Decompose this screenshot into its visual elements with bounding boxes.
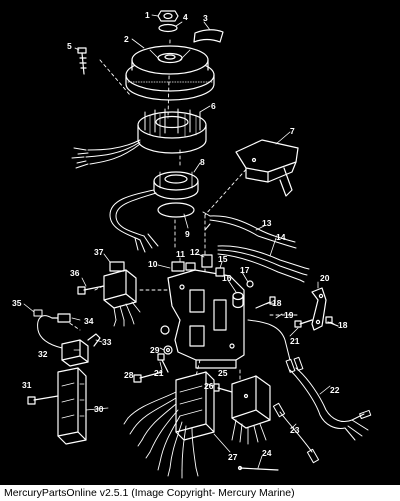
part-19-lead xyxy=(247,319,291,361)
part-23-lead xyxy=(272,402,320,464)
part-37-switch xyxy=(103,261,137,309)
callout-21-center: 21 xyxy=(154,368,164,378)
part-18-screw xyxy=(255,296,276,309)
callout-18: 18 xyxy=(272,298,282,308)
callout-23: 23 xyxy=(290,425,300,435)
callout-35: 35 xyxy=(12,298,22,308)
part-31-screw xyxy=(27,395,59,405)
part-26-screw xyxy=(212,383,233,393)
part-13-leads xyxy=(202,211,297,249)
callout-13: 13 xyxy=(262,218,272,228)
callout-1: 1 xyxy=(145,10,150,20)
part-6-stator xyxy=(137,108,207,154)
part-29-nut xyxy=(163,345,173,355)
part-33-clip xyxy=(87,333,101,347)
part-5-screw xyxy=(77,47,87,75)
callout-34: 34 xyxy=(84,316,94,326)
part-21-screw-center xyxy=(157,353,169,373)
leader-lines xyxy=(23,14,335,469)
copyright-footer: MercuryPartsOnline v2.5.1 (Image Copyrig… xyxy=(0,485,400,501)
callout-5: 5 xyxy=(67,41,72,51)
part-10-mounting-plate xyxy=(167,269,245,369)
callout-labels: 1 2 3 4 5 6 7 8 9 10 11 12 13 14 15 16 1… xyxy=(12,10,348,462)
part-20-clamp xyxy=(311,287,327,331)
callout-18-right: 18 xyxy=(338,320,348,330)
callout-9: 9 xyxy=(185,229,190,239)
callout-11: 11 xyxy=(176,249,185,259)
callout-8: 8 xyxy=(200,157,205,167)
part-8-trigger-leads xyxy=(109,189,159,253)
callout-3: 3 xyxy=(203,13,208,23)
callout-28: 28 xyxy=(124,370,134,380)
part-12-connector xyxy=(201,254,213,268)
part-4-washer xyxy=(158,23,178,33)
callout-7: 7 xyxy=(290,126,295,136)
part-6-stator-leads xyxy=(71,139,141,169)
callout-22: 22 xyxy=(330,385,340,395)
part-21-nut-upper xyxy=(160,325,170,335)
callout-30: 30 xyxy=(94,404,104,414)
callout-2: 2 xyxy=(124,34,129,44)
callout-14: 14 xyxy=(276,232,286,242)
part-27-switch-box xyxy=(175,371,215,441)
callout-4: 4 xyxy=(183,12,188,22)
callout-36: 36 xyxy=(70,268,80,278)
part-28-screw xyxy=(133,371,163,383)
callout-26: 26 xyxy=(204,381,214,391)
part-34-plug xyxy=(51,313,71,323)
part-14-leads xyxy=(217,245,310,283)
callout-20: 20 xyxy=(320,273,330,283)
callout-21-right: 21 xyxy=(290,336,300,346)
callout-15: 15 xyxy=(218,254,228,264)
callout-32: 32 xyxy=(38,349,48,359)
part-22-harness xyxy=(285,356,372,441)
part-8-trigger xyxy=(153,171,199,200)
part-11-bushing xyxy=(171,261,196,272)
callout-12: 12 xyxy=(190,247,200,257)
part-24-pin xyxy=(237,465,279,471)
part-27-leads xyxy=(123,391,199,479)
part-30-coil-pack xyxy=(57,367,87,445)
callout-27: 27 xyxy=(228,452,238,462)
part-3-decal xyxy=(193,29,224,43)
part-25-module xyxy=(231,375,271,445)
callout-10: 10 xyxy=(148,259,158,269)
part-37-leads xyxy=(113,301,141,327)
part-36-screw xyxy=(77,285,105,295)
part-18-screw-right xyxy=(325,316,339,327)
exploded-parts-diagram: 1 2 3 4 5 6 7 8 9 10 11 12 13 14 15 16 1… xyxy=(12,10,372,479)
callout-33: 33 xyxy=(102,337,112,347)
part-32-module xyxy=(61,339,89,367)
callout-31: 31 xyxy=(22,380,32,390)
callout-29: 29 xyxy=(150,345,160,355)
part-7-bracket xyxy=(235,139,299,197)
callout-19: 19 xyxy=(284,310,294,320)
part-9-retainer xyxy=(157,202,195,218)
callout-37: 37 xyxy=(94,247,104,257)
part-35-lead xyxy=(33,309,63,349)
part-21-screw-right xyxy=(294,319,313,328)
part-2-flywheel xyxy=(125,45,215,101)
callout-24: 24 xyxy=(262,448,272,458)
callout-16: 16 xyxy=(222,273,232,283)
part-1-nut xyxy=(157,10,179,22)
callout-25: 25 xyxy=(218,368,228,378)
callout-17: 17 xyxy=(240,265,250,275)
callout-6: 6 xyxy=(211,101,216,111)
